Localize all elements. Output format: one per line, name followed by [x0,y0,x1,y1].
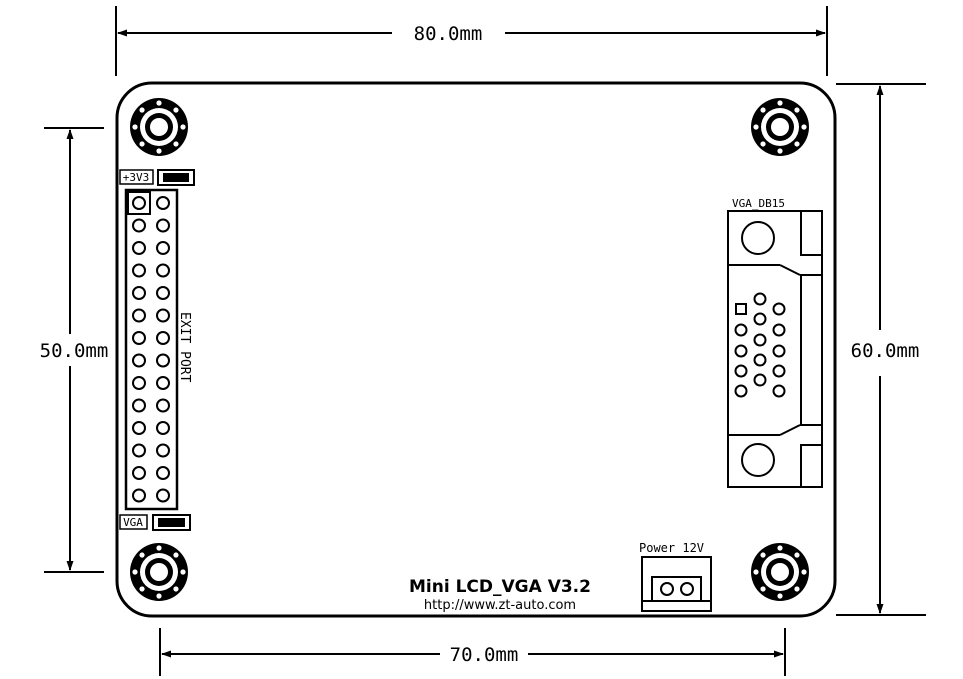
board-url: http://www.zt-auto.com [424,598,576,613]
exit-port-label: EXIT PORT [177,312,192,383]
dimension-top: 80.0mm [115,6,828,76]
dimension-right: 60.0mm [836,83,926,616]
header-pin [156,286,170,300]
vga-pin [772,344,786,358]
vga-pin [734,364,748,378]
mounting-holes [130,98,809,601]
vga-db15-connector: VGA_DB15 [727,197,823,488]
vga-pin [735,303,747,315]
header-pin [132,353,146,368]
header-pin [156,466,170,480]
header-pin [156,443,170,458]
header-pin [132,263,146,278]
board-title: Mini LCD_VGA V3.2 [409,577,591,597]
jumper-vga-label: VGA [123,516,143,529]
header-pin [156,331,170,345]
mounting-hole [751,543,809,601]
header-pin [132,308,146,323]
vga-pin [753,353,767,367]
header-pin [132,443,146,458]
header-pin [132,286,146,300]
header-pin [156,241,170,255]
header-pin [132,376,146,390]
vga-connector-label: VGA_DB15 [732,197,785,210]
vga-pin [753,333,767,347]
dimension-top-label: 80.0mm [414,23,483,45]
dimension-bottom-label: 70.0mm [450,644,519,666]
header-pin [156,488,170,503]
vga-pin [753,292,767,306]
dimension-right-label: 60.0mm [851,340,920,362]
power-connector: Power 12V [639,541,712,612]
jumper-3v3: +3V3 [119,169,195,186]
header-pin [156,421,170,435]
header-pin [132,488,146,503]
header-pin [156,376,170,390]
header-pin [156,263,170,278]
vga-pin [772,364,786,378]
vga-pin [772,302,786,316]
board-outline [115,81,837,618]
jumper-3v3-label: +3V3 [123,171,150,184]
header-pin [132,331,146,345]
header-pin [156,308,170,323]
dimension-left-label: 50.0mm [40,340,109,362]
vga-pin [753,312,767,326]
header-pin [132,398,146,413]
vga-pin [734,344,748,358]
exit-port-header [124,188,179,511]
header-pin [156,353,170,368]
vga-pin [772,384,786,398]
header-pin [132,421,146,435]
header-pin [127,191,151,215]
dimension-left: 50.0mm [40,127,109,573]
vga-pin [772,323,786,337]
power-label: Power 12V [639,541,704,555]
mounting-hole [130,98,188,156]
header-pin [132,241,146,255]
mounting-hole [130,543,188,601]
header-pin [156,196,170,210]
header-pin [156,218,170,233]
dimension-bottom: 70.0mm [159,628,786,676]
vga-pin [734,323,748,337]
jumper-vga: VGA [119,514,191,531]
vga-pin [753,373,767,387]
header-pin [132,466,146,480]
mounting-hole [751,98,809,156]
vga-pin [734,384,748,398]
header-pin [132,218,146,233]
header-pin [156,398,170,413]
